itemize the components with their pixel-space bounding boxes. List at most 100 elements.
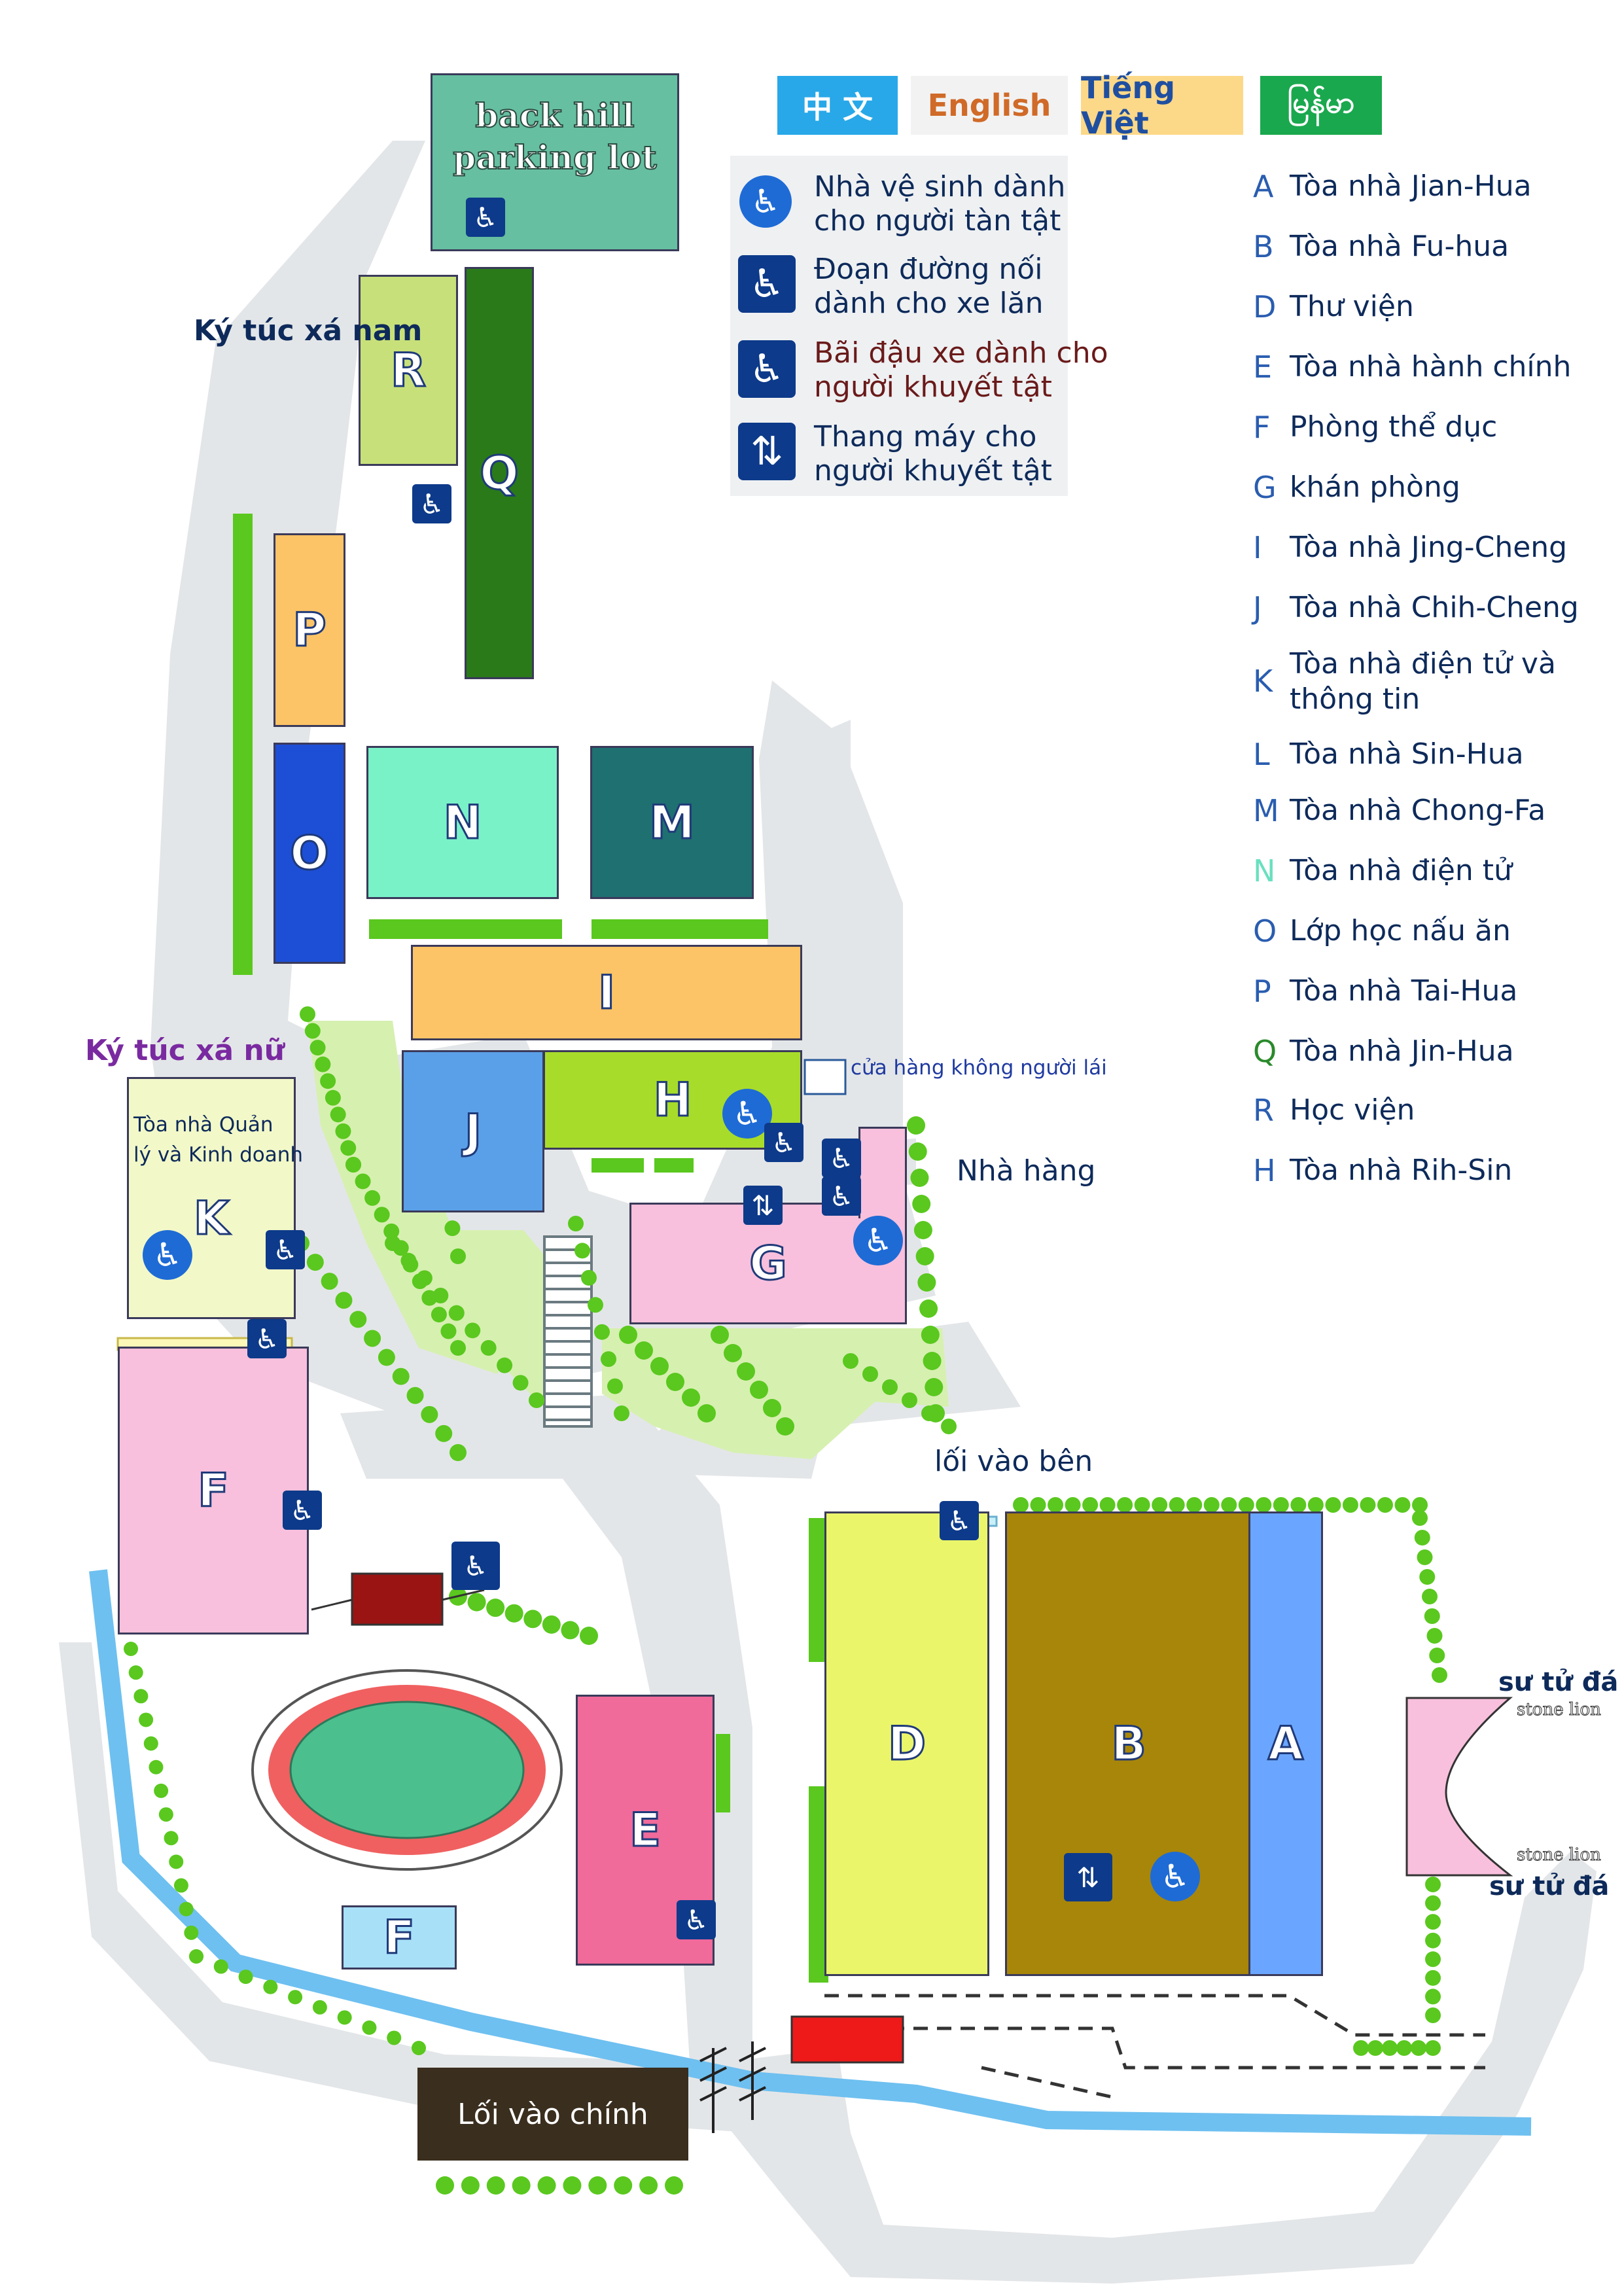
building-r[interactable]: R — [359, 275, 458, 466]
green-hedges — [233, 514, 828, 1983]
hedge-west — [233, 514, 253, 975]
mgmt-building-line2: lý và Kinh doanh — [133, 1143, 304, 1167]
wheelchair-ramp-icon[interactable]: ♿ — [940, 1501, 979, 1540]
tree-dot — [173, 1878, 188, 1893]
accessible-parking-icon[interactable]: ♿ — [822, 1139, 861, 1178]
toilet-accessible-icon[interactable]: ♿ — [143, 1230, 192, 1280]
wheelchair-ramp-icon[interactable]: ♿ — [266, 1230, 305, 1269]
wheelchair-ramp-icon[interactable]: ♿ — [283, 1491, 322, 1530]
lang-button-english[interactable]: English — [911, 76, 1068, 135]
wheelchair-ramp-icon[interactable]: ♿ — [677, 1900, 716, 1939]
building-n[interactable]: N — [366, 746, 559, 899]
tree-dot — [431, 1307, 447, 1323]
tree-dot — [912, 1195, 931, 1213]
tree-dot — [179, 1901, 194, 1916]
tree-dot — [383, 1223, 400, 1239]
road-central — [340, 1394, 752, 2127]
tree-dot — [1425, 1988, 1441, 2005]
main-entrance[interactable]: Lối vào chính — [417, 2068, 688, 2161]
building-p[interactable]: P — [274, 533, 345, 727]
accessible-parking-icon[interactable]: ♿ — [412, 484, 451, 523]
tree-dots — [124, 1006, 1447, 2195]
plaza-shape — [1405, 1697, 1513, 1877]
tree-dot — [1425, 1914, 1441, 1930]
accessible-elevator-icon[interactable]: ⇅ — [1064, 1853, 1112, 1901]
tree-dot — [601, 1351, 616, 1368]
wheelchair-ramp-icon[interactable]: ♿ — [247, 1319, 287, 1358]
tree-dot — [635, 1341, 653, 1360]
tree-dot — [1382, 2040, 1398, 2056]
building-b[interactable]: B — [1005, 1511, 1252, 1976]
accessible-parking-icon[interactable]: ♿ — [451, 1542, 500, 1590]
tree-dot — [497, 1357, 513, 1373]
wheelchair-ramp-icon[interactable]: ♿ — [764, 1123, 803, 1162]
toilet-accessible-icon[interactable]: ♿ — [822, 1176, 861, 1216]
accessible-elevator-icon[interactable]: ⇅ — [743, 1186, 783, 1225]
tree-dot — [523, 1610, 542, 1629]
building-f[interactable]: F — [342, 1905, 457, 1969]
parking-lot[interactable]: back hill parking lot — [431, 73, 679, 251]
tree-dot — [349, 1311, 367, 1328]
lang-button-burmese[interactable]: မြန်မာ — [1260, 76, 1382, 135]
restaurant-label: Nhà hàng — [957, 1154, 1096, 1188]
building-k[interactable]: J — [402, 1050, 544, 1212]
mgmt-building-label: Tòa nhà Quản lý và Kinh doanh — [133, 1110, 303, 1170]
toilet-accessible-icon[interactable]: ♿ — [722, 1089, 772, 1139]
lang-button-chinese[interactable]: 中 文 — [777, 76, 898, 135]
building-e-label: E — [629, 1803, 662, 1858]
tree-dot — [213, 1959, 228, 1974]
building-o[interactable]: O — [274, 743, 345, 964]
tree-dot — [682, 1388, 700, 1407]
tree-dot — [355, 1173, 371, 1190]
building-d[interactable]: D — [824, 1511, 989, 1976]
female-dorm-label: Ký túc xá nữ — [85, 1034, 285, 1067]
tree-dot — [542, 1615, 561, 1634]
tree-dot — [512, 2176, 531, 2195]
building-g[interactable]: F — [118, 1347, 309, 1634]
tree-dot — [581, 1269, 597, 1286]
tree-dot — [1422, 1589, 1438, 1604]
tree-dot — [306, 1254, 324, 1271]
building-h-wing[interactable] — [858, 1127, 907, 1218]
staircase — [543, 1235, 593, 1428]
accessible-parking-icon[interactable]: ♿ — [466, 198, 505, 237]
tree-dot — [378, 1349, 395, 1366]
lang-label-english: English — [927, 88, 1051, 123]
building-m[interactable]: M — [590, 746, 754, 899]
tree-dot — [288, 1990, 303, 2005]
stair-steps — [544, 1248, 591, 1421]
tree-dot — [374, 1207, 390, 1223]
building-j[interactable]: I — [411, 945, 802, 1040]
stone-lion-plaza — [1405, 1697, 1513, 1877]
tree-dot — [124, 1642, 138, 1656]
hedge-n — [369, 919, 562, 939]
hedge-e — [716, 1734, 730, 1812]
tree-dot — [309, 1040, 326, 1056]
tree-dot — [1065, 1497, 1081, 1513]
tree-dot — [917, 1273, 936, 1292]
tree-dot — [529, 1392, 544, 1408]
male-dorm-label: Ký túc xá nam — [194, 314, 423, 347]
tree-dot — [724, 1344, 742, 1362]
tree-dot — [1360, 1497, 1376, 1513]
lang-button-vietnamese[interactable]: Tiếng Việt — [1081, 70, 1243, 141]
tree-dot — [650, 1357, 669, 1375]
parking-lot-label: back hill parking lot — [452, 96, 658, 177]
toilet-accessible-icon[interactable]: ♿ — [853, 1216, 903, 1265]
tree-dot — [1221, 1497, 1237, 1513]
building-l[interactable]: K — [127, 1077, 296, 1319]
building-a[interactable]: A — [1248, 1511, 1323, 1976]
tree-dot — [158, 1807, 173, 1822]
building-q[interactable]: Q — [465, 267, 534, 679]
tree-dot — [1152, 1497, 1168, 1513]
tree-dot — [128, 1665, 143, 1680]
tree-dot — [406, 1386, 424, 1404]
tree-dot — [149, 1759, 164, 1775]
tree-dot — [325, 1089, 341, 1106]
tree-dot — [392, 1368, 410, 1385]
toilet-accessible-icon[interactable]: ♿ — [1150, 1852, 1200, 1901]
